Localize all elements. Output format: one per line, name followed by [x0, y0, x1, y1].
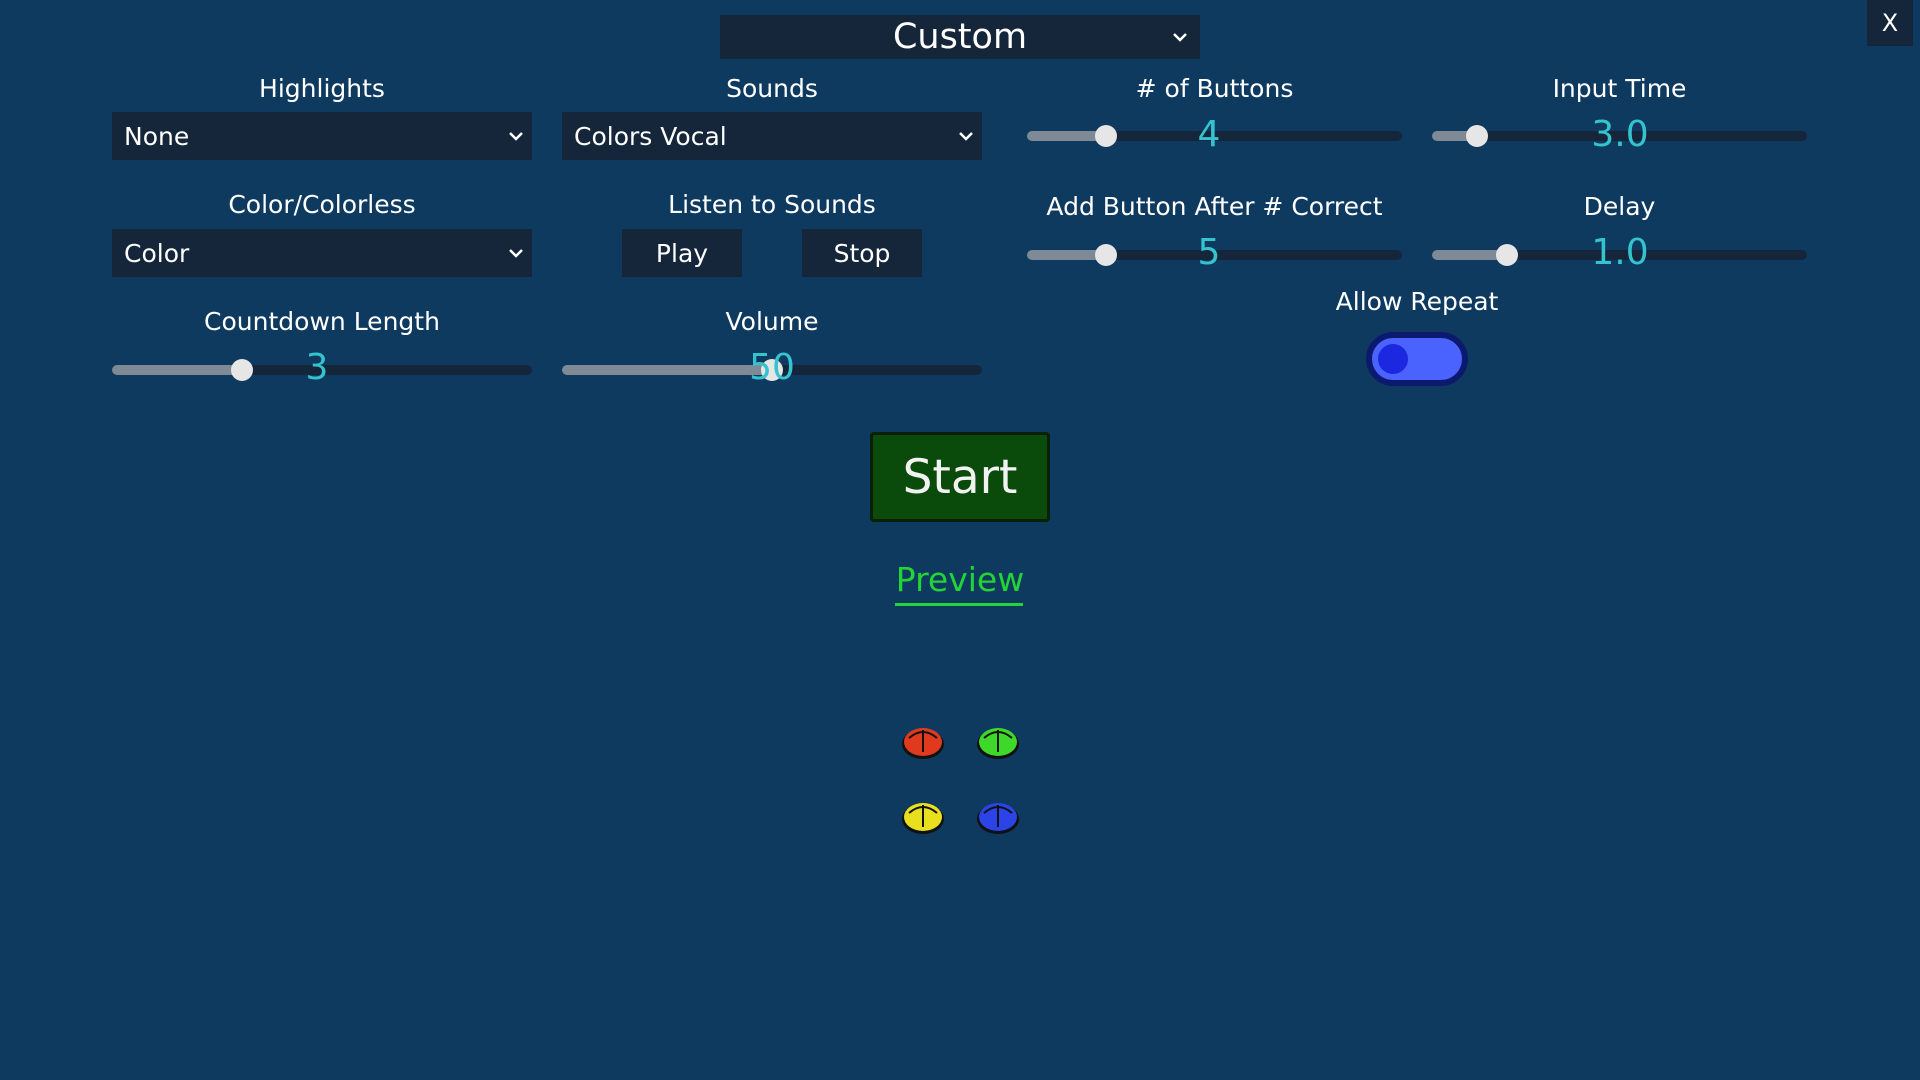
simon-button-icon: [902, 728, 944, 759]
slider-fill: [1027, 131, 1106, 141]
countdown-length-label: Countdown Length: [204, 307, 440, 336]
slider-thumb[interactable]: [1094, 244, 1117, 266]
chevron-down-icon: [506, 243, 526, 263]
num-buttons-slider[interactable]: [1027, 124, 1402, 148]
preview-button-green[interactable]: [974, 722, 1022, 762]
add-button-after-slider[interactable]: [1027, 243, 1402, 267]
delay-label: Delay: [1583, 192, 1656, 221]
color-mode-dropdown[interactable]: Color: [112, 229, 532, 277]
slider-track: [1432, 131, 1807, 141]
delay-slider[interactable]: [1432, 243, 1807, 267]
color-mode-label: Color/Colorless: [228, 190, 416, 219]
play-button[interactable]: Play: [622, 229, 742, 277]
num-buttons-value: 4: [1197, 114, 1221, 155]
preview-button-blue[interactable]: [974, 797, 1022, 837]
preset-dropdown-value: Custom: [892, 17, 1028, 57]
highlights-dropdown-value: None: [124, 121, 190, 151]
input-time-value: 3.0: [1591, 114, 1649, 155]
slider-track: [1027, 250, 1402, 260]
countdown-length-value: 3: [305, 347, 329, 388]
highlights-dropdown[interactable]: None: [112, 112, 532, 160]
num-buttons-label: # of Buttons: [1135, 74, 1294, 103]
slider-thumb[interactable]: [231, 359, 254, 381]
toggle-knob: [1378, 344, 1408, 374]
slider-thumb[interactable]: [1466, 125, 1488, 147]
volume-value: 50: [749, 347, 795, 388]
slider-fill: [1027, 250, 1106, 260]
allow-repeat-label: Allow Repeat: [1335, 287, 1499, 316]
simon-button-icon: [902, 803, 944, 834]
simon-button-icon: [977, 728, 1019, 759]
close-button[interactable]: X: [1867, 0, 1913, 46]
allow-repeat-toggle[interactable]: [1366, 332, 1468, 386]
input-time-label: Input Time: [1552, 74, 1687, 103]
volume-slider[interactable]: [562, 358, 982, 382]
simon-button-icon: [977, 803, 1019, 834]
preview-underline: [895, 603, 1023, 606]
color-mode-dropdown-value: Color: [124, 238, 190, 268]
slider-thumb[interactable]: [1496, 244, 1518, 266]
slider-track: [1027, 131, 1402, 141]
sounds-dropdown-value: Colors Vocal: [574, 121, 727, 151]
slider-fill: [562, 365, 772, 375]
preview-link[interactable]: Preview: [895, 560, 1025, 599]
preview-button-red[interactable]: [899, 722, 947, 762]
chevron-down-icon: [1170, 27, 1190, 47]
stop-button[interactable]: Stop: [802, 229, 922, 277]
slider-track: [1432, 250, 1807, 260]
start-button[interactable]: Start: [870, 432, 1050, 522]
chevron-down-icon: [956, 126, 976, 146]
slider-thumb[interactable]: [1094, 125, 1117, 147]
add-button-after-value: 5: [1197, 232, 1221, 273]
input-time-slider[interactable]: [1432, 124, 1807, 148]
countdown-length-slider[interactable]: [112, 358, 532, 382]
highlights-label: Highlights: [259, 74, 385, 103]
sounds-dropdown[interactable]: Colors Vocal: [562, 112, 982, 160]
preview-button-yellow[interactable]: [899, 797, 947, 837]
slider-fill: [112, 365, 243, 375]
slider-track: [112, 365, 532, 375]
add-button-after-label: Add Button After # Correct: [1046, 192, 1383, 221]
preset-dropdown[interactable]: Custom: [720, 15, 1200, 59]
slider-fill: [1432, 131, 1477, 141]
slider-fill: [1432, 250, 1507, 260]
slider-thumb[interactable]: [761, 359, 783, 381]
chevron-down-icon: [506, 126, 526, 146]
listen-to-sounds-label: Listen to Sounds: [668, 190, 876, 219]
volume-label: Volume: [725, 307, 819, 336]
delay-value: 1.0: [1591, 232, 1649, 273]
sounds-label: Sounds: [726, 74, 818, 103]
